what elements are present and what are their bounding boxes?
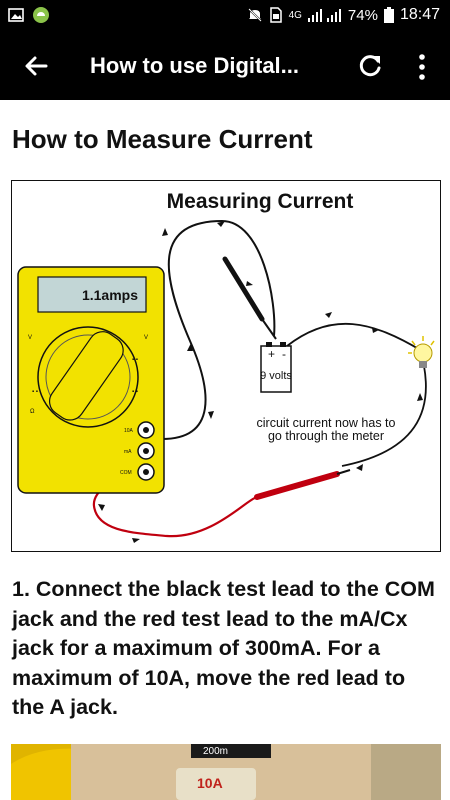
battery-icon (260, 345, 292, 393)
multimeter: 1.1amps V V Ω ▪ ▪ ▪ ▪ ▪ ▪ 10A mA COM (17, 266, 165, 494)
gallery-icon (8, 8, 24, 22)
svg-text:Ω: Ω (30, 409, 35, 415)
caption-line-2: go through the meter (268, 429, 384, 443)
jack-label-com: COM (120, 470, 132, 476)
photo-label-10a: 10A (197, 775, 223, 791)
mute-icon (247, 8, 262, 22)
battery-minus-label: - (282, 347, 286, 361)
android-app-icon (33, 7, 49, 23)
measuring-current-figure: Measuring Current + - 9 volts (11, 180, 441, 552)
multimeter-photo: 200m 10A (11, 744, 441, 800)
page-title: How to use Digital... (90, 53, 300, 78)
battery-icon (383, 7, 394, 23)
more-vert-icon[interactable] (412, 52, 432, 82)
caption-line-1: circuit current now has to (257, 416, 396, 430)
svg-text:V: V (144, 335, 148, 341)
photo-label-200m: 200m (203, 746, 228, 757)
figure-title: Measuring Current (167, 190, 354, 213)
circuit-diagram: Measuring Current + - 9 volts (17, 190, 435, 543)
svg-text:▪ ▪: ▪ ▪ (132, 357, 138, 363)
status-bar: 4G 74% 18:47 (0, 0, 450, 32)
photo-image: 200m 10A (11, 744, 441, 800)
svg-text:V: V (28, 335, 32, 341)
sim-card-icon (269, 7, 282, 23)
meter-reading: 1.1amps (82, 287, 138, 303)
svg-text:▪ ▪: ▪ ▪ (132, 389, 138, 395)
app-bar: How to use Digital... (0, 32, 450, 100)
jack-label-10a: 10A (124, 428, 134, 434)
svg-text:▪ ▪: ▪ ▪ (32, 389, 38, 395)
section-heading: How to Measure Current (12, 124, 313, 154)
battery-percent: 74% (347, 6, 378, 24)
battery-plus-label: + (268, 347, 275, 361)
arrow-left-icon[interactable] (20, 50, 52, 82)
clock: 18:47 (399, 6, 440, 23)
instruction-paragraph: 1. Connect the black test lead to the CO… (12, 577, 435, 719)
lightbulb-icon (408, 336, 435, 368)
battery-label: 9 volts (260, 370, 292, 382)
signal-icon (307, 9, 341, 22)
refresh-icon[interactable] (356, 52, 384, 80)
network-type: 4G (288, 9, 302, 21)
jack-label-ma: mA (124, 449, 132, 455)
